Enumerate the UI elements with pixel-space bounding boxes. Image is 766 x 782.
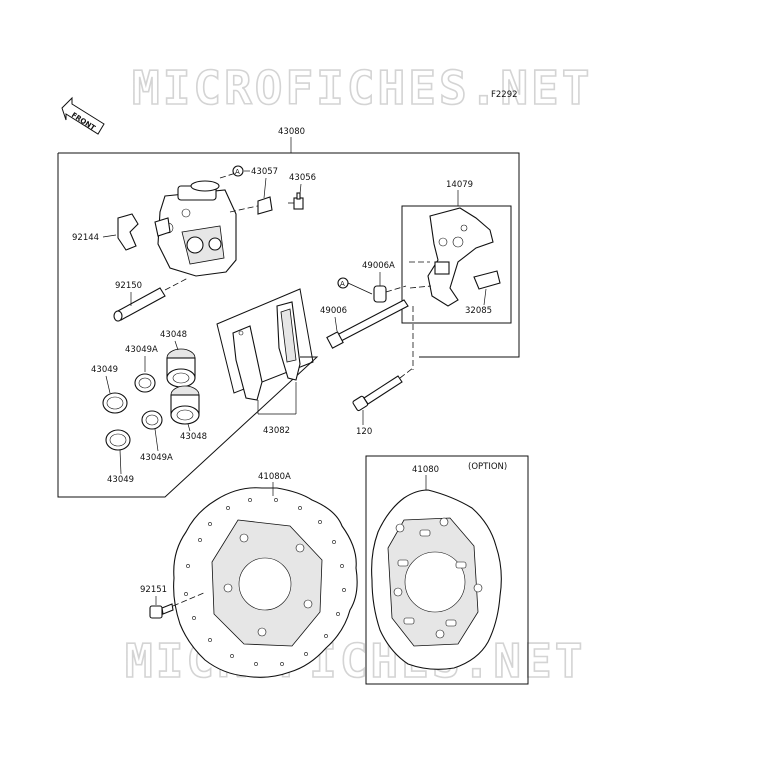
option-label: (OPTION) <box>468 462 507 472</box>
piston-bottom <box>170 385 200 425</box>
seal-43049-bottom <box>105 429 131 451</box>
label-32085: 32085 <box>465 306 492 316</box>
caliper-bracket <box>409 207 494 307</box>
seal-43049-top <box>102 392 128 414</box>
bolt-120 <box>352 367 414 412</box>
label-43048-top: 43048 <box>160 330 187 340</box>
brake-disc-41080a <box>173 487 358 678</box>
bleeder-valve <box>288 192 304 210</box>
bracket-box <box>401 205 512 324</box>
label-43048-bottom: 43048 <box>180 432 207 442</box>
brake-pad-left <box>232 325 263 401</box>
label-49006a: 49006A <box>362 261 395 271</box>
boot-49006a <box>373 285 407 303</box>
label-43057: 43057 <box>251 167 278 177</box>
label-41080a: 41080A <box>258 472 291 482</box>
label-43049-top: 43049 <box>91 365 118 375</box>
slider-clip <box>473 270 501 290</box>
brake-disc-41080 <box>371 489 502 670</box>
label-43049a-top: 43049A <box>125 345 158 355</box>
seal-43049a-bottom <box>141 410 163 430</box>
label-43049a-bottom: 43049A <box>140 453 173 463</box>
watermark-top: MICROFICHES.NET <box>132 61 592 115</box>
label-43049-bottom: 43049 <box>107 475 134 485</box>
label-120: 120 <box>356 427 372 437</box>
pads-outline <box>216 288 314 394</box>
callout-a-bottom: A <box>340 280 345 288</box>
pad-spring-clip <box>117 213 139 251</box>
label-43056: 43056 <box>289 173 316 183</box>
option-box <box>365 455 529 685</box>
label-92144: 92144 <box>72 233 99 243</box>
piston-top <box>166 348 196 388</box>
callout-a-top-circle <box>232 165 244 177</box>
diagram-code: F2292 <box>491 90 518 100</box>
front-arrow-icon: FRONT <box>61 96 105 135</box>
caliper-body <box>154 172 263 277</box>
brake-pad-right <box>276 301 301 381</box>
label-14079: 14079 <box>446 180 473 190</box>
callout-a-top: A <box>235 168 240 176</box>
seal-43049a-top <box>134 373 156 393</box>
label-92151: 92151 <box>140 585 167 595</box>
label-43080: 43080 <box>278 127 305 137</box>
caliper-assembly-box <box>57 152 520 498</box>
label-92150: 92150 <box>115 281 142 291</box>
label-43082: 43082 <box>263 426 290 436</box>
label-49006: 49006 <box>320 306 347 316</box>
pad-pin <box>113 277 189 322</box>
label-41080: 41080 <box>412 465 439 475</box>
disc-screw <box>149 591 207 619</box>
bleeder-cap <box>257 196 273 215</box>
bolt-49006 <box>326 299 409 349</box>
